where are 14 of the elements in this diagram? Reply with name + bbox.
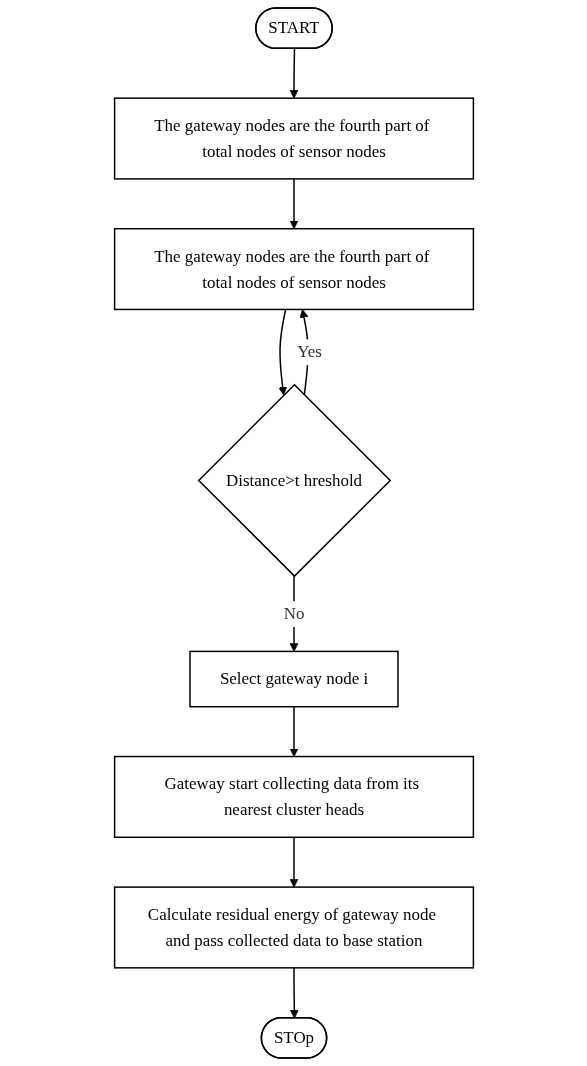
arrow [289, 178, 298, 230]
node-box: Gateway start collecting data from its nearest cluster heads [113, 755, 474, 838]
edge-label: Yes [296, 342, 322, 362]
node-box: The gateway nodes are the fourth part of total nodes of sensor nodes [113, 97, 474, 180]
arrow [277, 308, 287, 396]
edge-label: No [283, 604, 304, 623]
node-box: The gateway nodes are the fourth part of total nodes of sensor nodes [113, 228, 474, 311]
node-diamond: Distance>t hreshold [197, 383, 391, 578]
arrow [289, 836, 298, 888]
arrow [289, 705, 298, 757]
arrow [289, 967, 299, 1019]
node-box: Calculate residual energy of gateway node and pass collected data to base station [113, 886, 474, 969]
node-box: Select gateway node i [188, 650, 399, 708]
arrow [289, 48, 298, 99]
